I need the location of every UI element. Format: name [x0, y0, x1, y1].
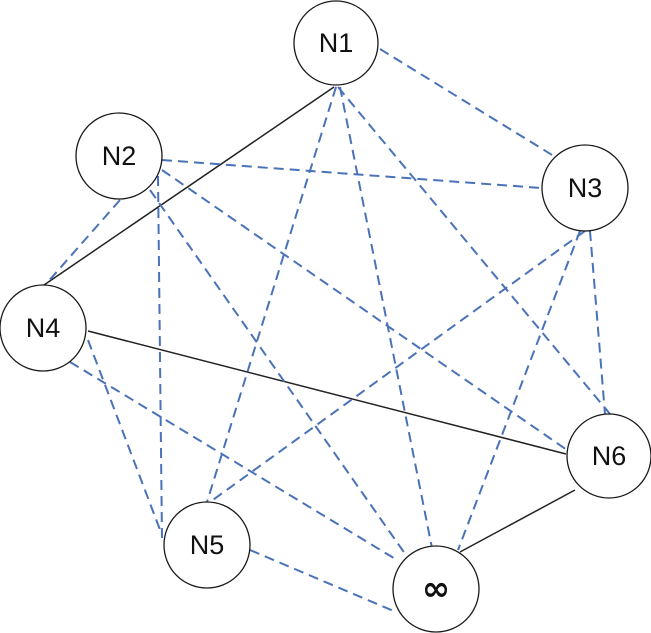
edge-n3-inf [457, 230, 581, 551]
node-label: N2 [102, 141, 137, 171]
edge-n5-inf [249, 549, 397, 613]
edge-n1-n4 [43, 86, 335, 286]
edge-n6-inf [459, 489, 576, 553]
edge-n2-inf [149, 189, 409, 559]
edge-n2-n5 [157, 175, 163, 541]
edge-n2-n6 [161, 169, 568, 451]
node-inf[interactable]: ∞ [392, 545, 480, 633]
edges-layer [43, 48, 611, 613]
node-circle [75, 112, 163, 200]
edge-n4-n6 [87, 330, 567, 455]
edge-n2-n3 [161, 159, 542, 189]
edge-n1-n6 [337, 86, 611, 415]
node-label: N3 [568, 173, 603, 203]
node-label: N6 [592, 441, 627, 471]
node-label: ∞ [422, 569, 450, 609]
node-circle [293, 0, 379, 86]
node-n1[interactable]: N1 [293, 0, 379, 86]
node-label: N4 [26, 313, 61, 343]
node-circle [566, 413, 651, 499]
node-circle [541, 144, 629, 232]
edge-n1-n5 [206, 86, 337, 503]
node-label: N5 [190, 530, 225, 560]
node-circle [163, 501, 251, 589]
node-label: N1 [319, 28, 354, 58]
node-n5[interactable]: N5 [163, 501, 251, 589]
edge-n1-inf [339, 86, 433, 549]
node-n3[interactable]: N3 [541, 144, 629, 232]
node-circle [0, 284, 87, 372]
edge-n2-n4 [45, 199, 121, 285]
node-n2[interactable]: N2 [75, 112, 163, 200]
edge-n4-n5 [87, 339, 163, 536]
node-circle [392, 545, 480, 633]
edge-n1-n3 [379, 48, 558, 159]
edge-n3-n6 [589, 230, 606, 415]
node-n6[interactable]: N6 [566, 413, 651, 499]
node-n4[interactable]: N4 [0, 284, 87, 372]
edge-n3-n5 [209, 230, 586, 503]
